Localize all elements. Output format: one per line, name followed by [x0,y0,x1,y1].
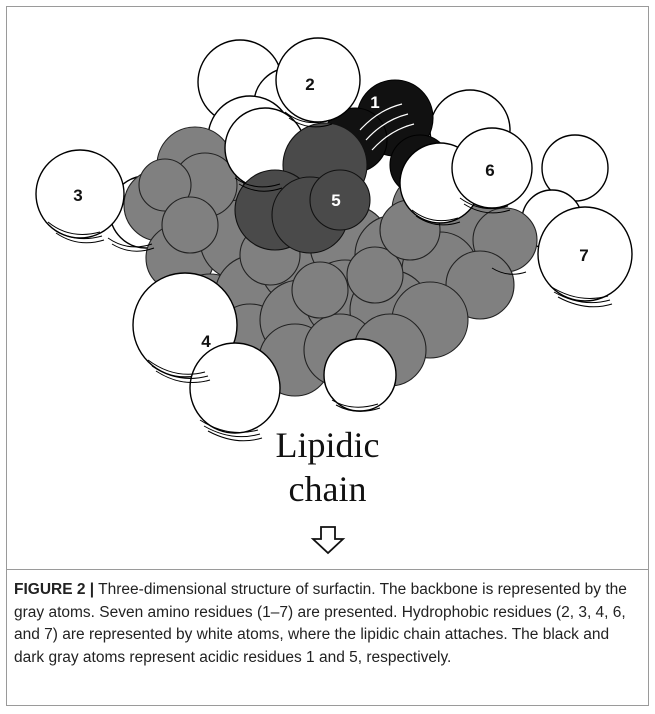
caption-text: Three-dimensional structure of surfactin… [14,581,627,666]
residue-label-2: 2 [305,75,314,94]
residue-label-5: 5 [331,191,340,210]
residue-label-7: 7 [579,246,588,265]
residue-label-4: 4 [201,332,211,351]
residue-label-1: 1 [370,93,379,112]
caption-separator [7,569,648,570]
lipidic-label-line1: Lipidic [0,425,655,465]
figure-caption: FIGURE 2 | Three-dimensional structure o… [14,579,642,669]
caption-label: FIGURE 2 | [14,581,94,598]
down-arrow-icon [308,525,348,555]
lipidic-label-line2: chain [0,469,655,509]
residue-label-6: 6 [485,161,494,180]
residue-label-3: 3 [73,186,82,205]
